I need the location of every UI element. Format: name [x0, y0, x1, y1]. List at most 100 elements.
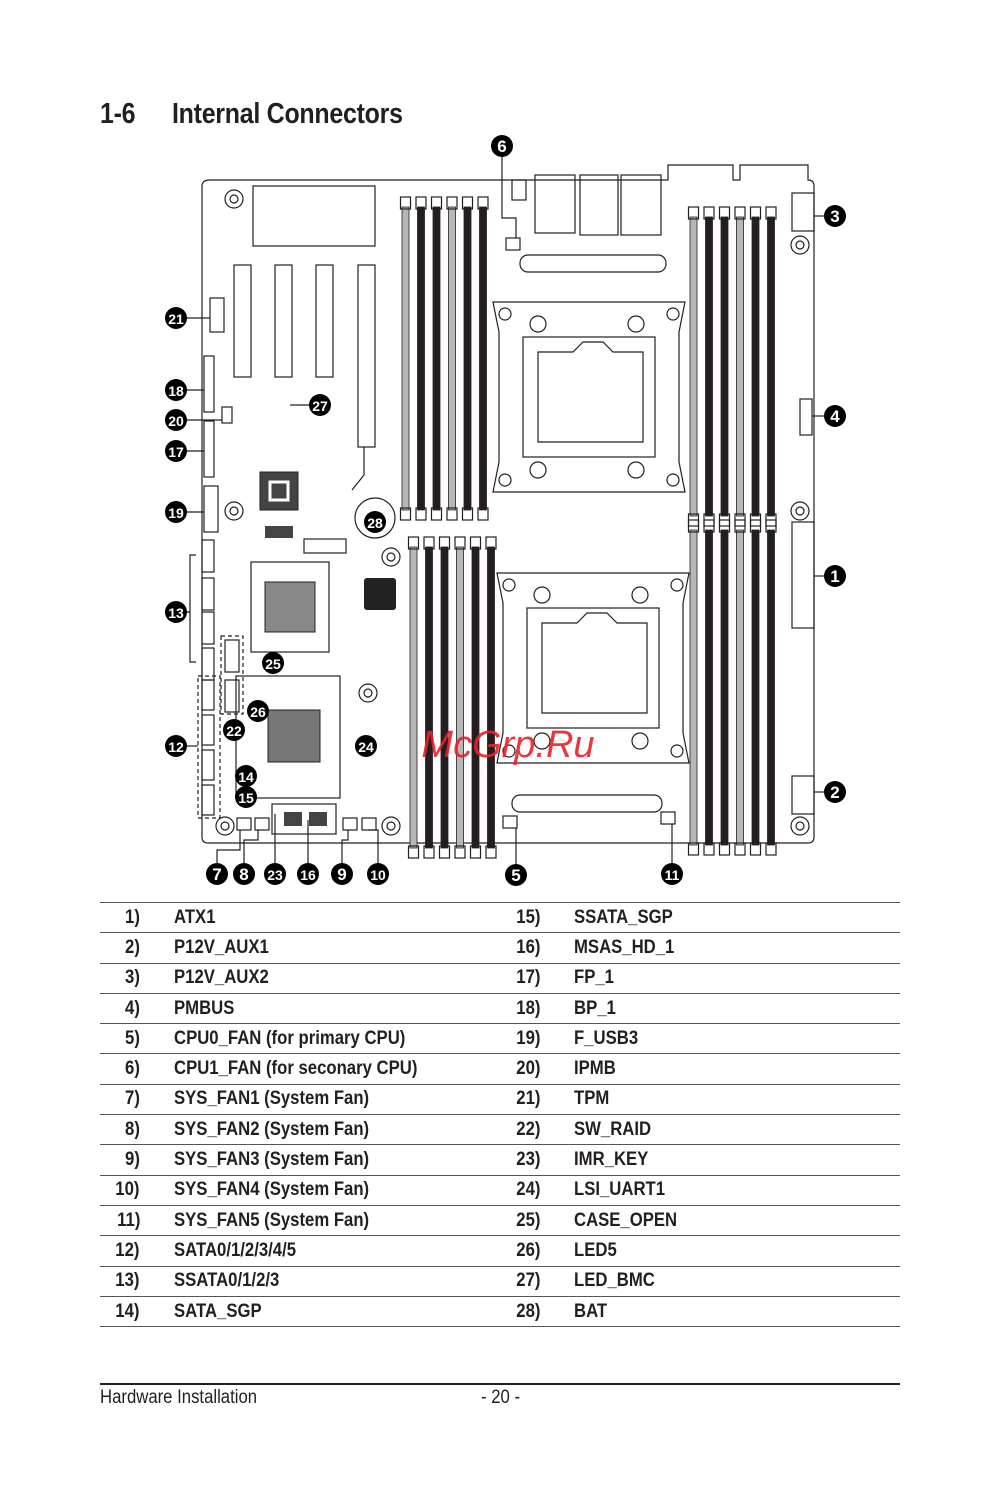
mounting-hole [358, 683, 378, 703]
callout-badge [367, 863, 389, 885]
dimm-latch [687, 519, 700, 533]
dimm-latch [454, 536, 466, 550]
connector-number: 12) [115, 1239, 140, 1261]
fan-header [505, 237, 521, 251]
callout-8: 8 [233, 863, 255, 885]
m2-slot [303, 538, 347, 554]
table-row: 9)SYS_FAN3 (System Fan)23)IMR_KEY [100, 1144, 900, 1176]
rear-io-port [620, 174, 662, 236]
dimm-latch [765, 842, 777, 856]
rear-io-port [534, 174, 576, 234]
callout-11: 11 [661, 863, 683, 885]
socket-nut [529, 315, 547, 333]
dimm-slot [736, 216, 744, 517]
connector-name: SYS_FAN3 (System Fan) [173, 1149, 370, 1171]
callout-15: 15 [235, 786, 257, 808]
callout-26: 26 [247, 700, 269, 722]
callout-badge [364, 511, 386, 533]
callout-number: 5 [511, 866, 520, 885]
sata-port [201, 784, 215, 816]
footer-rule [100, 1383, 900, 1385]
callout-number: 14 [238, 769, 254, 785]
cpu-socket-frame [492, 301, 686, 493]
connector-number: 1) [125, 906, 140, 928]
callout-number: 12 [168, 739, 184, 755]
socket-nut [533, 586, 551, 604]
sata-port [201, 749, 215, 781]
watermark: McGrp.Ru [421, 724, 594, 766]
callout-badge [247, 700, 269, 722]
dimm-slot [448, 206, 456, 511]
dimm-latch [446, 196, 458, 210]
dimm-latch [687, 206, 700, 220]
connector-number: 17) [515, 967, 540, 989]
dimm-latch [469, 845, 482, 859]
connector-name: CPU0_FAN (for primary CPU) [173, 1027, 406, 1049]
callout-number: 28 [367, 515, 383, 531]
connector-name: SW_RAID [573, 1118, 652, 1140]
dimm-latch [461, 507, 474, 521]
table-row: 10)SYS_FAN4 (System Fan)24)LSI_UART1 [100, 1175, 900, 1206]
callout-27: 27 [309, 394, 331, 416]
callout-number: 10 [370, 867, 386, 883]
fan-header [342, 817, 358, 831]
callout-badge [309, 394, 331, 416]
callout-badge [165, 501, 187, 523]
callout-number: 20 [168, 413, 184, 429]
dimm-latch [399, 196, 412, 210]
callout-badge [297, 863, 319, 885]
callout-badge [223, 719, 245, 741]
connector-number: 24) [515, 1179, 540, 1201]
connector-number: 3) [125, 967, 140, 989]
dimm-latch [438, 845, 451, 859]
connector-name: TPM [573, 1088, 610, 1110]
callout-number: 24 [358, 739, 374, 755]
dimm-latch [765, 519, 777, 533]
mounting-hole [386, 552, 396, 562]
connector-number: 22) [515, 1118, 540, 1140]
callout-4: 4 [824, 405, 846, 427]
connector-number: 21) [515, 1088, 540, 1110]
connector-number: 2) [125, 936, 140, 958]
dimm-slot [767, 216, 775, 517]
dimm-slot [705, 216, 713, 517]
connector-name: SSATA_SGP [573, 906, 673, 928]
mounting-hole [795, 240, 805, 250]
dimm-latch [454, 845, 466, 859]
connector-number: 25) [515, 1209, 540, 1231]
fan-header [236, 817, 252, 831]
callout-badge [165, 735, 187, 757]
dimm-latch [407, 845, 420, 859]
dimm-slot [471, 546, 480, 849]
msas-port [284, 812, 302, 826]
header [265, 526, 293, 538]
callout-badge [824, 405, 846, 427]
connector-number: 27) [515, 1270, 540, 1292]
connector-number: 4) [125, 997, 140, 1019]
atx-connector [791, 521, 815, 629]
socket-screw [670, 744, 684, 758]
mounting-hole [229, 194, 239, 204]
dimm-latch [749, 206, 762, 220]
connector-name: P12V_AUX1 [173, 936, 269, 958]
connector-name: SATA0/1/2/3/4/5 [173, 1239, 296, 1261]
dimm-slot [409, 546, 418, 849]
callout-number: 19 [168, 505, 184, 521]
dimm-latch [718, 519, 731, 533]
mounting-hole [386, 821, 396, 831]
table-row: 7)SYS_FAN1 (System Fan)21)TPM [100, 1084, 900, 1116]
callout-badge [505, 864, 527, 886]
sas-chip [267, 709, 321, 763]
callout-badge [165, 379, 187, 401]
connector-number: 9) [125, 1149, 140, 1171]
dimm-slot [720, 529, 729, 846]
sata-group-outline [197, 675, 221, 819]
callout-badge [165, 307, 187, 329]
dimm-slot [401, 206, 410, 511]
msas-connector [271, 803, 337, 835]
callout-number: 9 [337, 865, 346, 884]
connector-number: 16) [515, 936, 540, 958]
dimm-latch [446, 507, 458, 521]
